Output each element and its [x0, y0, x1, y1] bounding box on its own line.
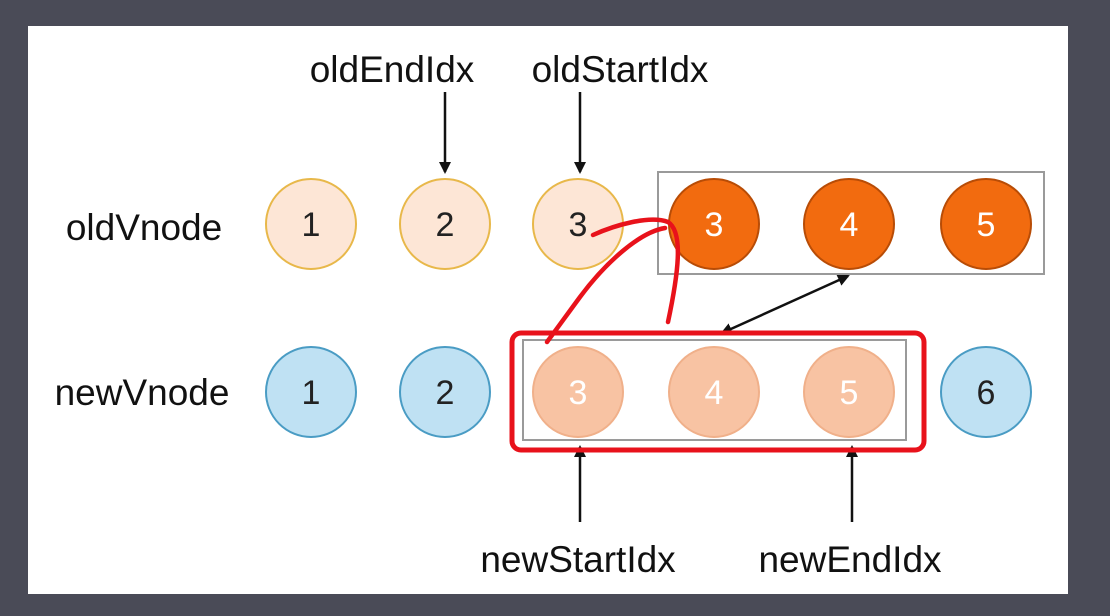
old-node-6-circle: [940, 178, 1032, 270]
old-node-6-label: 5: [977, 206, 996, 244]
new-node-1-circle: [265, 346, 357, 438]
old-node-4-label: 3: [705, 206, 724, 244]
new-node-3-label: 3: [569, 374, 588, 412]
old-node-2-label: 2: [436, 206, 455, 244]
vnode-diff-diagram: oldEndIdx oldStartIdx oldVnode newVnode …: [55, 49, 1045, 580]
new-start-idx-label: newStartIdx: [480, 539, 676, 580]
old-moved-group-box: [657, 171, 1045, 275]
new-node-5-label: 5: [840, 374, 859, 412]
new-node-4-label: 4: [705, 374, 724, 412]
new-node-6-circle: [940, 346, 1032, 438]
highlight-box: [509, 330, 927, 453]
new-node-3-circle: [532, 346, 624, 438]
new-node-6-label: 6: [977, 374, 996, 412]
old-node-1-label: 1: [302, 206, 321, 244]
new-vnode-row: 1 2 3 4 5 6: [265, 346, 1032, 438]
old-node-5-circle: [803, 178, 895, 270]
new-node-4-circle: [668, 346, 760, 438]
old-vnode-row-label: oldVnode: [66, 207, 222, 248]
move-stroke: [544, 217, 681, 345]
new-node-2-circle: [399, 346, 491, 438]
old-start-idx-label: oldStartIdx: [532, 49, 709, 90]
new-matched-group-box: [522, 339, 907, 441]
new-node-1-label: 1: [302, 374, 321, 412]
group-correspondence-arrow: [720, 274, 850, 335]
new-vnode-row-label: newVnode: [55, 372, 230, 413]
diagram-panel: oldEndIdx oldStartIdx oldVnode newVnode …: [28, 26, 1068, 594]
old-end-idx-label: oldEndIdx: [310, 49, 475, 90]
new-node-5-circle: [803, 346, 895, 438]
old-node-3-label: 3: [569, 206, 588, 244]
new-end-idx-label: newEndIdx: [758, 539, 942, 580]
old-node-1-circle: [265, 178, 357, 270]
old-node-5-label: 4: [840, 206, 859, 244]
old-vnode-row: 1 2 3 3 4 5: [265, 178, 1032, 270]
new-node-2-label: 2: [436, 374, 455, 412]
old-node-2-circle: [399, 178, 491, 270]
